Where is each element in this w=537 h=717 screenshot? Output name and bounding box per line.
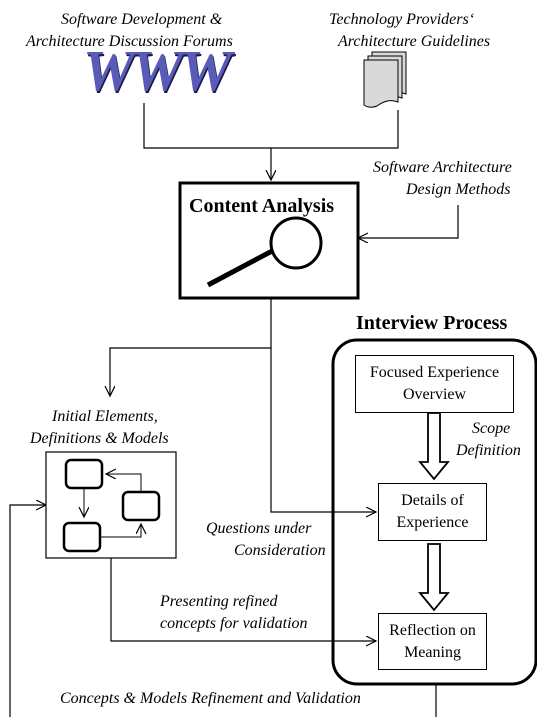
www-logo: WWW bbox=[83, 38, 232, 103]
focused-experience-overview-box: Focused Experience Overview bbox=[355, 355, 514, 413]
guidelines-label-line2: Architecture Guidelines bbox=[338, 33, 491, 50]
details-line1: Details of bbox=[401, 492, 464, 509]
refinement-label: Concepts & Models Refinement and Validat… bbox=[60, 690, 361, 707]
content-analysis-box bbox=[178, 181, 360, 300]
design-methods-arrow bbox=[358, 205, 459, 238]
design-methods-label-line2: Design Methods bbox=[406, 181, 511, 198]
interview-process-container bbox=[331, 338, 537, 686]
guidelines-label-line1: Technology Providers‘ bbox=[329, 11, 475, 28]
reflection-line1: Reflection on bbox=[389, 621, 476, 639]
forums-label-line1: Software Development & bbox=[61, 11, 223, 28]
questions-label-line1: Questions under bbox=[206, 520, 312, 537]
presenting-label-line1: Presenting refined bbox=[160, 593, 278, 610]
reflection-line2: Meaning bbox=[404, 643, 461, 661]
scope-down-arrow bbox=[418, 412, 450, 481]
reflection-down-arrow bbox=[418, 543, 450, 612]
flowchart-icon bbox=[62, 458, 161, 553]
interview-process-title: Interview Process bbox=[356, 312, 508, 334]
scope-label-line1: Scope bbox=[472, 420, 511, 437]
forums-to-analysis-connector bbox=[143, 103, 399, 149]
focused-experience-line1: Focused Experience bbox=[369, 364, 500, 381]
presenting-arrow bbox=[110, 557, 376, 641]
initial-elements-label-line2: Definitions & Models bbox=[30, 430, 169, 447]
questions-label-line2: Consideration bbox=[234, 542, 326, 559]
focused-experience-line2: Overview bbox=[402, 386, 467, 403]
analysis-output-connector bbox=[110, 298, 272, 396]
initial-elements-label-line1: Initial Elements, bbox=[52, 408, 158, 425]
presenting-label-line2: concepts for validation bbox=[160, 615, 308, 632]
details-of-experience-box: Details of Experience bbox=[378, 483, 487, 541]
reflection-on-meaning-box: Reflection on Meaning bbox=[378, 613, 487, 670]
scope-label-line2: Definition bbox=[456, 442, 521, 459]
details-line2: Experience bbox=[396, 514, 469, 531]
document-stack-icon bbox=[363, 51, 407, 108]
forums-label-line2: Architecture Discussion Forums bbox=[26, 33, 233, 50]
refinement-loop-arrow bbox=[9, 505, 437, 717]
magnifier-icon bbox=[206, 216, 323, 288]
questions-arrow bbox=[270, 348, 376, 512]
design-methods-label-line1: Software Architecture bbox=[373, 159, 512, 176]
content-analysis-title: Content Analysis bbox=[189, 195, 335, 217]
